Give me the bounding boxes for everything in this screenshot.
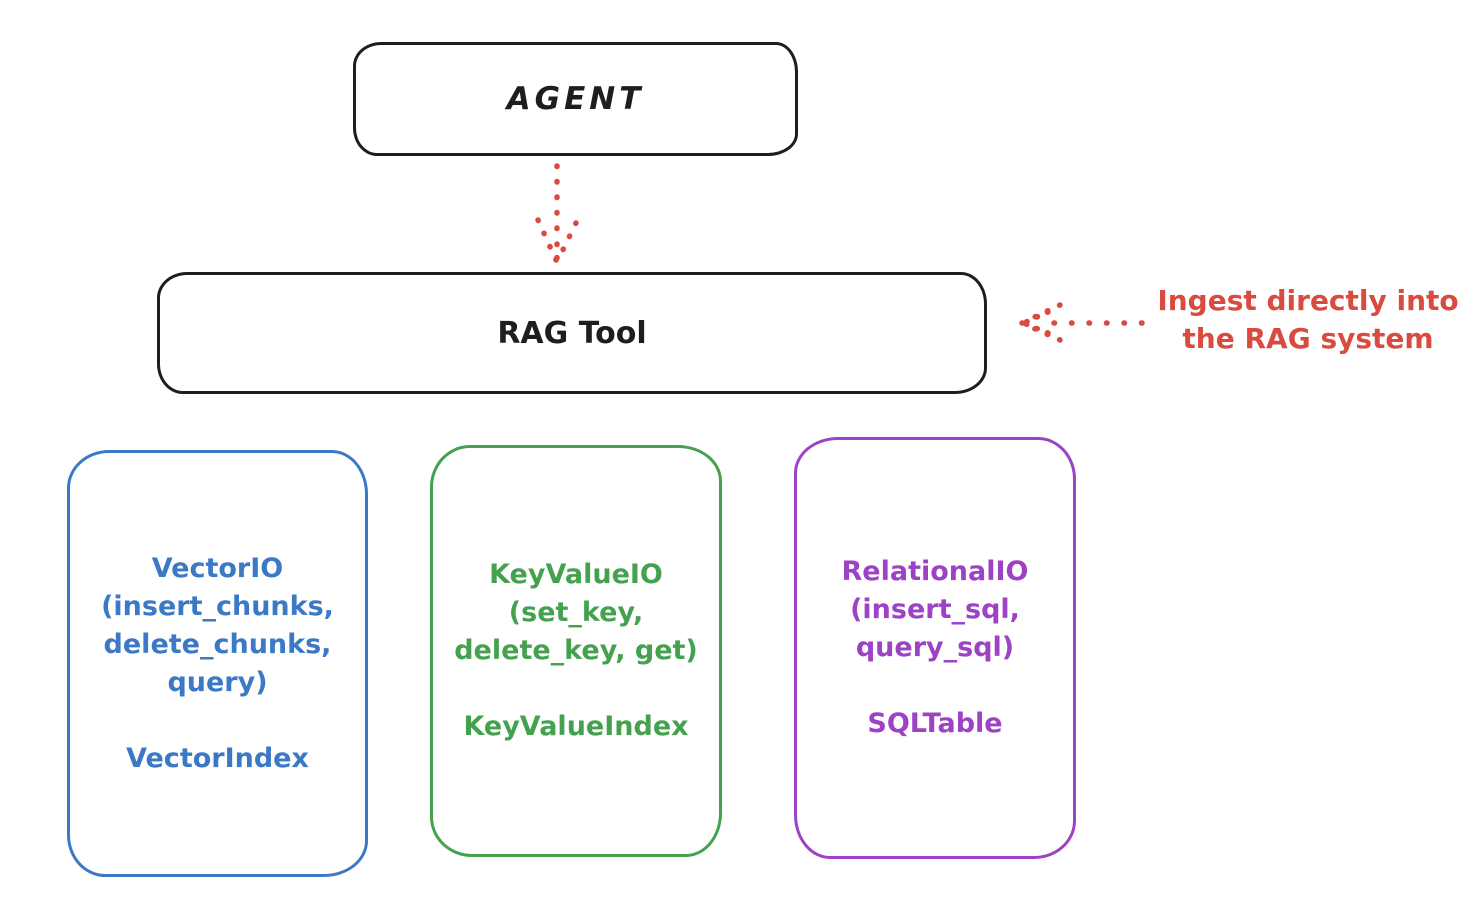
vector-io-box: VectorIO (insert_chunks, delete_chunks, … (67, 450, 368, 877)
keyvalue-io-line: (set_key, (508, 597, 644, 628)
rag-tool-label: RAG Tool (497, 315, 647, 351)
agent-box: AGENT (353, 42, 798, 156)
ingest-annotation-line1: Ingest directly into (1157, 284, 1459, 317)
relational-index-label: SQLTable (867, 708, 1003, 739)
ingest-annotation: Ingest directly into the RAG system (1138, 282, 1478, 358)
ingest-annotation-line2: the RAG system (1182, 322, 1434, 355)
keyvalue-io-box: KeyValueIO (set_key, delete_key, get) Ke… (430, 445, 722, 857)
keyvalue-index-label: KeyValueIndex (463, 711, 689, 742)
vector-index-label: VectorIndex (126, 742, 309, 774)
vector-io-line: delete_chunks, (103, 628, 332, 660)
keyvalue-io-line: KeyValueIO (489, 559, 663, 590)
relational-io-box: RelationalIO (insert_sql, query_sql) SQL… (794, 437, 1076, 859)
vector-io-line: query) (167, 666, 268, 698)
vector-io-line: (insert_chunks, (101, 590, 334, 622)
relational-io-line: (insert_sql, (850, 594, 1020, 625)
vector-io-line: VectorIO (151, 552, 284, 584)
rag-tool-box: RAG Tool (157, 272, 987, 394)
relational-io-line: query_sql) (855, 632, 1015, 663)
agent-label: AGENT (506, 81, 645, 117)
keyvalue-io-line: delete_key, get) (454, 635, 698, 666)
relational-io-line: RelationalIO (841, 556, 1029, 587)
arrow-down-icon (535, 163, 579, 267)
arrow-left-icon (1019, 302, 1145, 343)
